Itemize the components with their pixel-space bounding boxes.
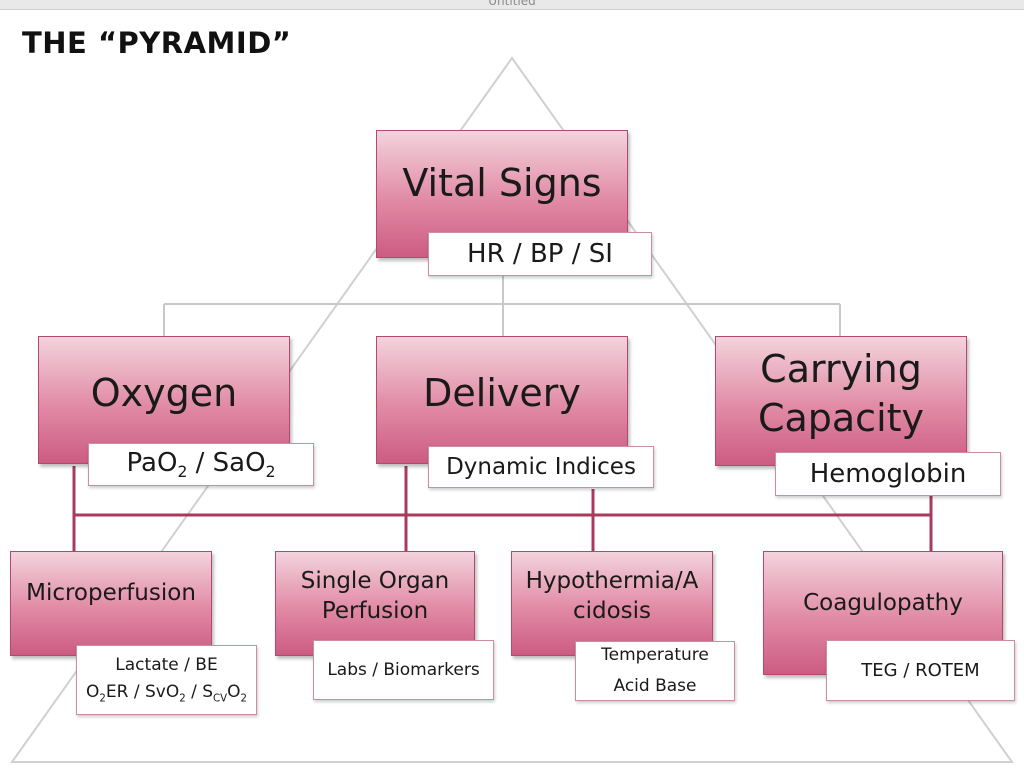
carrying-capacity-label-text: Hemoglobin [809,459,967,489]
coagulopathy-label-text: TEG / ROTEM [861,660,980,681]
vital-signs-label: HR / BP / SI [428,232,652,276]
hypothermia-label-line2: Acid Base [613,676,697,696]
slide-title: THE “PYRAMID” [22,26,292,60]
carrying-capacity-title-line1: Carrying [760,346,922,391]
vital-signs-title: Vital Signs [402,161,602,205]
delivery-label: Dynamic Indices [428,446,654,488]
hypothermia-acidosis-box: Hypothermia/A cidosis [511,551,713,656]
oxygen-label: PaO2 / SaO2 [88,443,314,486]
oxygen-title: Oxygen [90,371,238,415]
coagulopathy-label: TEG / ROTEM [826,640,1015,701]
oxygen-label-text: PaO2 / SaO2 [126,447,276,482]
oxygen-box: Oxygen [38,336,290,464]
single-organ-perfusion-box: Single Organ Perfusion [275,551,475,656]
single-organ-title-line2: Perfusion [321,597,429,624]
microperfusion-box: Microperfusion [10,551,212,656]
single-organ-label-text: Labs / Biomarkers [327,660,480,680]
delivery-label-text: Dynamic Indices [446,454,636,480]
carrying-capacity-box: Carrying Capacity [715,336,967,466]
hypothermia-title-line2: cidosis [572,597,652,624]
window-titlebar: Untitled [0,0,1024,10]
carrying-capacity-label: Hemoglobin [775,452,1001,496]
delivery-title: Delivery [423,371,581,415]
microperfusion-label: Lactate / BE O2ER / SvO2 / SCVO2 [76,645,257,715]
microperfusion-label-line1: Lactate / BE [115,655,218,676]
single-organ-label: Labs / Biomarkers [313,640,494,700]
hypothermia-label: Temperature Acid Base [575,641,735,701]
delivery-box: Delivery [376,336,628,464]
microperfusion-label-line2: O2ER / SvO2 / SCVO2 [86,682,247,705]
window-title: Untitled [488,0,536,8]
vital-signs-label-text: HR / BP / SI [467,239,613,269]
microperfusion-title: Microperfusion [26,579,196,606]
hypothermia-title-line1: Hypothermia/A [525,567,699,594]
coagulopathy-title: Coagulopathy [803,590,963,616]
carrying-capacity-title-line2: Capacity [757,396,925,440]
single-organ-title-line1: Single Organ [300,567,450,594]
hypothermia-label-line1: Temperature [601,645,709,666]
